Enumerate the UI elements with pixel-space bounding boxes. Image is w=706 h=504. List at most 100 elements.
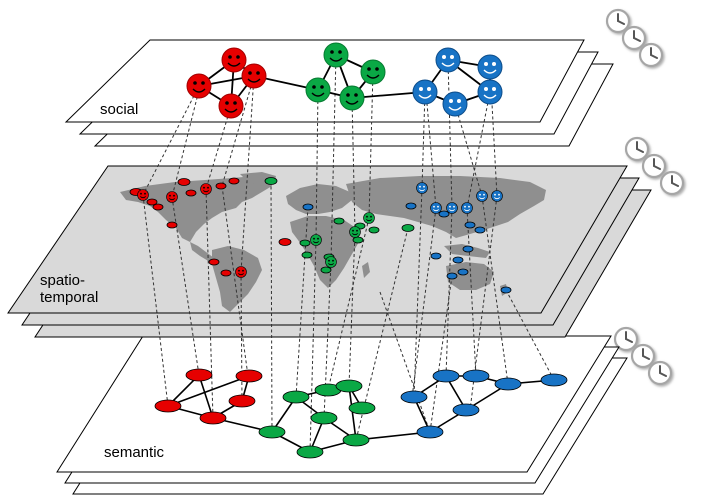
smiley-face-icon [137,189,149,201]
map-node [430,252,442,260]
semantic-nodes-green [258,379,376,459]
land-madagascar [362,262,370,278]
map-node [301,251,313,259]
clock-icon [632,345,654,367]
map-node [166,221,178,229]
map-node [457,268,469,276]
social-nodes-red [186,47,267,119]
semantic-layer-label: semantic [104,444,165,461]
smiley-face-icon [442,91,468,117]
map-node [452,256,464,264]
spatio-faces-red [137,183,247,278]
spatio-layer-label-line2: temporal [40,289,98,306]
smiley-face-icon [323,42,349,68]
smiley-face-icon [349,226,361,238]
smiley-face-icon [166,191,178,203]
semantic-node [432,369,460,383]
map-node [302,203,314,211]
semantic-node [452,403,480,417]
smiley-face-icon [435,47,461,73]
smiley-face-icon [218,93,244,119]
clock-icon [623,27,645,49]
land-europe [286,184,352,214]
semantic-node [494,377,522,391]
semantic-node [235,369,263,383]
clock-icon [640,44,662,66]
map-node [320,266,332,274]
semantic-node [185,368,213,382]
clock-icon [643,155,665,177]
spatio-nodes-blue [302,202,512,294]
semantic-node [335,379,363,393]
land-africa [290,216,360,288]
smiley-face-icon [235,266,247,278]
semantic-node [282,390,310,404]
map-node [500,286,512,294]
smiley-face-icon [363,212,375,224]
spatio-faces-green [310,212,375,268]
smiley-face-icon [305,77,331,103]
land-north-america [120,176,272,242]
clock-stack-social [607,10,662,66]
map-node [333,217,345,225]
clock-icon [626,138,648,160]
smiley-face-icon [476,190,488,202]
semantic-nodes-red [154,368,263,425]
clock-icon [649,362,671,384]
semantic-node [348,401,376,415]
map-node [401,224,415,232]
clock-stack-semantic [615,328,671,384]
semantic-node [462,369,490,383]
semantic-node [228,394,256,408]
map-node [146,198,158,206]
semantic-nodes-blue [400,369,568,439]
semantic-layer-planes [56,335,628,495]
smiley-face-icon [310,234,322,246]
map-node [278,238,292,246]
semantic-node [416,425,444,439]
land-south-america [212,246,262,312]
map-node [228,177,240,185]
map-node [438,210,450,218]
spatio-faces-blue [416,182,503,214]
map-node [185,189,197,197]
map-node [215,182,227,190]
smiley-face-icon [491,190,503,202]
smiley-face-icon [241,63,267,89]
map-node [352,236,364,244]
map-node [264,177,278,185]
semantic-node [540,373,568,387]
map-node [368,226,380,234]
semantic-node [342,433,370,447]
map-node [474,226,486,234]
spatio-layer-label-line1: spatio- [40,272,85,289]
semantic-node [199,411,227,425]
map-node [462,245,474,253]
land-australia [446,262,494,290]
semantic-node [310,411,338,425]
smiley-face-icon [325,256,337,268]
map-node [177,178,191,186]
smiley-face-icon [339,85,365,111]
map-node [446,272,458,280]
smiley-face-icon [360,59,386,85]
semantic-node [400,390,428,404]
smiley-face-icon [412,79,438,105]
social-nodes-green [305,42,386,111]
smiley-face-icon [430,202,442,214]
smiley-face-icon [221,47,247,73]
semantic-node [258,425,286,439]
spatio-nodes-red [129,177,292,277]
smiley-face-icon [477,54,503,80]
map-node [299,239,311,247]
smiley-face-icon [477,79,503,105]
semantic-node [154,399,182,413]
map-node [405,202,417,210]
smiley-face-icon [416,182,428,194]
smiley-face-icon [461,202,473,214]
map-node [464,221,476,229]
clock-icon [661,172,683,194]
social-nodes-blue [412,47,503,117]
social-layer-label: social [100,101,138,118]
